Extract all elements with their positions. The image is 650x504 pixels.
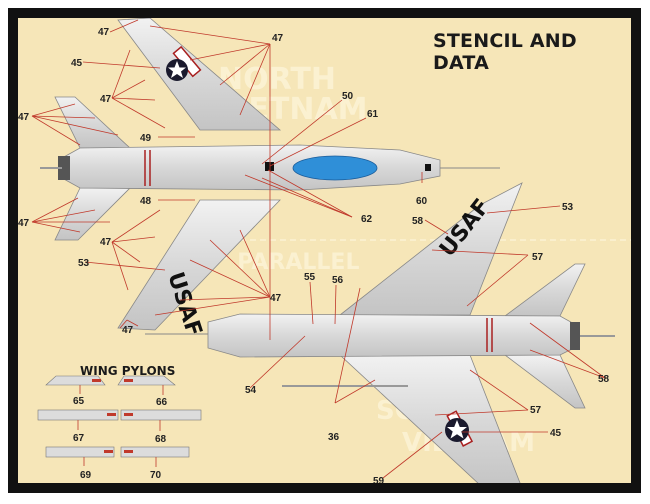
bottom-lower-tailplane: [503, 354, 586, 409]
callout-53: 53: [78, 258, 90, 269]
callout-57: 57: [530, 405, 542, 416]
callout-58: 58: [412, 216, 424, 227]
pylon-label-65: 65: [73, 396, 85, 407]
callout-60: 60: [416, 196, 428, 207]
pylon-label-66: 66: [156, 397, 168, 408]
callout-47: 47: [272, 33, 284, 44]
page-title: STENCIL AND DATA: [433, 30, 577, 74]
pylon-68: [120, 409, 202, 421]
wing-pylons: 65 66 67 68 69 70: [37, 375, 202, 481]
pylon-label-67: 67: [73, 433, 85, 444]
pylon-65: [45, 375, 106, 386]
callout-61: 61: [367, 109, 379, 120]
callout-56: 56: [332, 275, 344, 286]
pylon-label-70: 70: [150, 470, 162, 481]
aircraft-bottom-view: USAF: [145, 182, 615, 483]
callout-47: 47: [98, 27, 110, 38]
pylon-69: [45, 446, 115, 458]
bottom-exhaust: [570, 322, 580, 350]
callout-36: 36: [328, 432, 340, 443]
stencil-diagram-frame: NORTH VIETNAM 17° PARALLEL SOUTH VIETNAM: [8, 8, 641, 493]
leader-lines: [31, 19, 606, 479]
top-upper-wing: [117, 18, 282, 131]
callout-47: 47: [18, 218, 30, 229]
pylon-66: [117, 375, 176, 386]
callout-62: 62: [361, 214, 373, 225]
callout-58: 58: [598, 374, 610, 385]
bottom-roundel: [445, 410, 474, 447]
top-lower-wing: [117, 199, 281, 331]
bottom-upper-wing: [338, 182, 523, 316]
top-upper-tailplane: [54, 96, 132, 149]
callout-57: 57: [532, 252, 544, 263]
bottom-lower-wing: [338, 354, 521, 483]
callout-47: 47: [100, 237, 112, 248]
pylon-70: [120, 446, 190, 458]
callout-47: 47: [122, 325, 134, 336]
top-canopy: [292, 155, 378, 181]
callout-55: 55: [304, 272, 316, 283]
bottom-fuselage: [207, 313, 579, 358]
callout-47: 47: [18, 112, 30, 123]
pylon-67: [37, 409, 119, 421]
aircraft-diagram: USAF USAF: [18, 18, 631, 487]
aircraft-top-view: USAF: [40, 18, 500, 339]
pylon-label-68: 68: [155, 434, 167, 445]
top-fuselage: [61, 144, 441, 191]
callout-50: 50: [342, 91, 354, 102]
bottom-upper-tailplane: [503, 263, 586, 317]
callout-53: 53: [562, 202, 574, 213]
top-nose-marking: [425, 164, 431, 171]
top-marking-square: [265, 162, 274, 171]
top-lower-tailplane: [54, 187, 131, 241]
callout-45: 45: [550, 428, 562, 439]
pylon-label-69: 69: [80, 470, 92, 481]
callout-48: 48: [140, 196, 152, 207]
top-exhaust: [58, 156, 70, 180]
callout-45: 45: [71, 58, 83, 69]
callout-49: 49: [140, 133, 152, 144]
top-roundel: [166, 45, 202, 81]
wing-pylons-title: WING PYLONS: [80, 364, 176, 378]
callout-47: 47: [270, 293, 282, 304]
callout-47: 47: [100, 94, 112, 105]
callout-54: 54: [245, 385, 257, 396]
callout-59: 59: [373, 476, 385, 487]
